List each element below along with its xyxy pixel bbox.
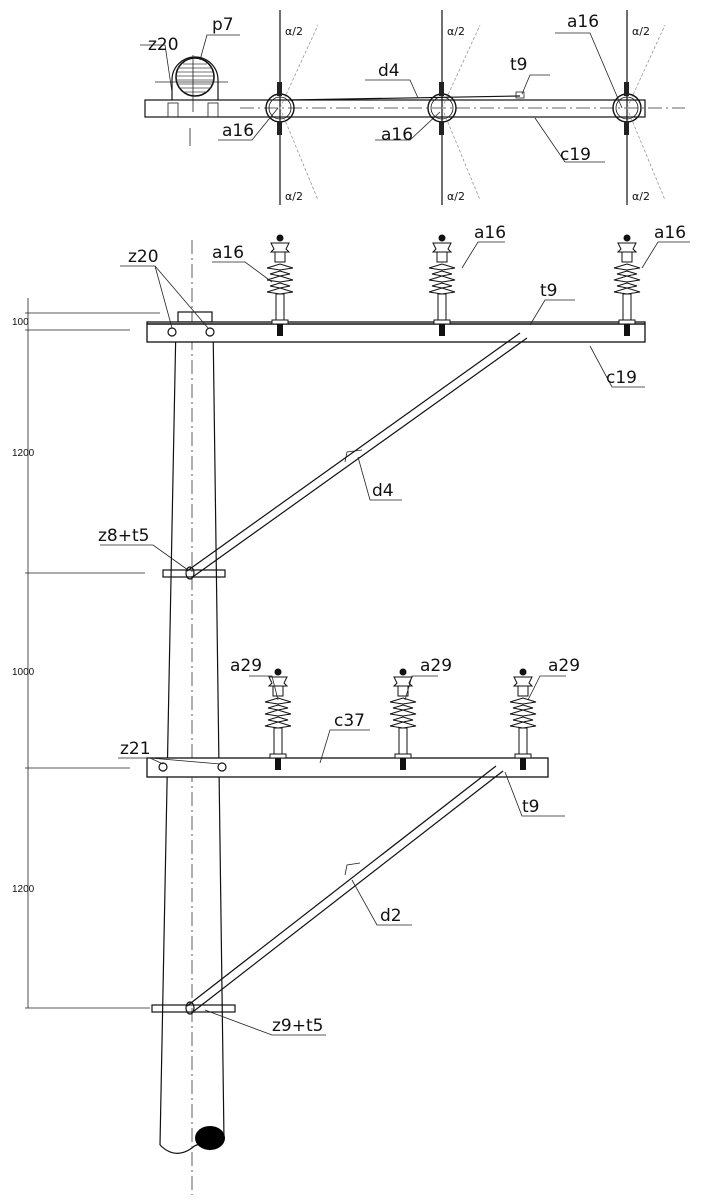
- dimension-1000: 1000: [12, 667, 35, 678]
- bolt-z21: [217, 762, 227, 772]
- label-c19: c19: [606, 368, 637, 388]
- dimension-lines: [25, 298, 160, 1009]
- label-alpha: α/2: [632, 25, 650, 38]
- label-alpha: α/2: [285, 190, 303, 203]
- label-z9-t5: z9+t5: [272, 1016, 323, 1036]
- top-leaders: [140, 32, 623, 163]
- insulator-plan-1: [265, 10, 319, 205]
- dimension-100: 100: [12, 317, 29, 328]
- insulator-a16: [428, 234, 456, 337]
- label-a29: a29: [420, 656, 452, 676]
- label-z20: z20: [128, 247, 159, 267]
- insulator-a29: [264, 668, 292, 771]
- pole-cap: [177, 311, 213, 323]
- dimension-1200: 1200: [12, 448, 35, 459]
- insulator-a16: [266, 234, 294, 337]
- label-t9: t9: [522, 797, 539, 817]
- insulator-a29: [509, 668, 537, 771]
- label-alpha: α/2: [632, 190, 650, 203]
- top-view: z20 p7 d4 t9 a16 a16 a16 c19 α/2 α/2 α/2…: [140, 10, 685, 205]
- bolt-z21: [158, 762, 168, 772]
- label-t9: t9: [510, 55, 527, 75]
- label-a16: a16: [474, 223, 506, 243]
- label-a16: a16: [222, 121, 254, 141]
- label-d4: d4: [372, 481, 394, 501]
- label-p7: p7: [212, 15, 234, 35]
- brace-d4-plan: [289, 95, 521, 101]
- insulator-plan-2: [427, 10, 481, 205]
- label-a16: a16: [654, 223, 686, 243]
- pole-section: [195, 1126, 225, 1150]
- label-z8-t5: z8+t5: [98, 526, 149, 546]
- label-a29: a29: [230, 656, 262, 676]
- label-a16: a16: [567, 12, 599, 32]
- label-alpha: α/2: [285, 25, 303, 38]
- crossarm-c37: [146, 757, 549, 778]
- crossarm-c19: [146, 321, 646, 343]
- label-alpha: α/2: [447, 190, 465, 203]
- label-alpha: α/2: [447, 25, 465, 38]
- crossarm-c19-plan: [144, 99, 646, 118]
- bolt-z20: [205, 327, 215, 337]
- pole: [159, 240, 225, 1195]
- brace-d4: [186, 332, 528, 577]
- label-c37: c37: [334, 711, 365, 731]
- brace-d2: [186, 765, 504, 1012]
- label-z21: z21: [120, 739, 151, 759]
- label-a16: a16: [212, 243, 244, 263]
- pole-clamp-p7: [155, 55, 228, 146]
- front-leaders: [100, 241, 690, 1036]
- label-d4: d4: [378, 61, 400, 81]
- bolt-t9-plan: [515, 91, 525, 99]
- label-a16: a16: [381, 125, 413, 145]
- insulator-a16: [613, 234, 641, 337]
- insulator-plan-3: [612, 10, 666, 205]
- label-z20: z20: [148, 35, 179, 55]
- label-c19: c19: [560, 145, 591, 165]
- dimension-1200: 1200: [12, 884, 35, 895]
- insulator-a29: [389, 668, 417, 771]
- front-view: 100 1200 1000 1200 z20 a16 a16 a16 t9: [12, 223, 690, 1195]
- label-d2: d2: [380, 906, 402, 926]
- label-t9: t9: [540, 281, 557, 301]
- label-a29: a29: [548, 656, 580, 676]
